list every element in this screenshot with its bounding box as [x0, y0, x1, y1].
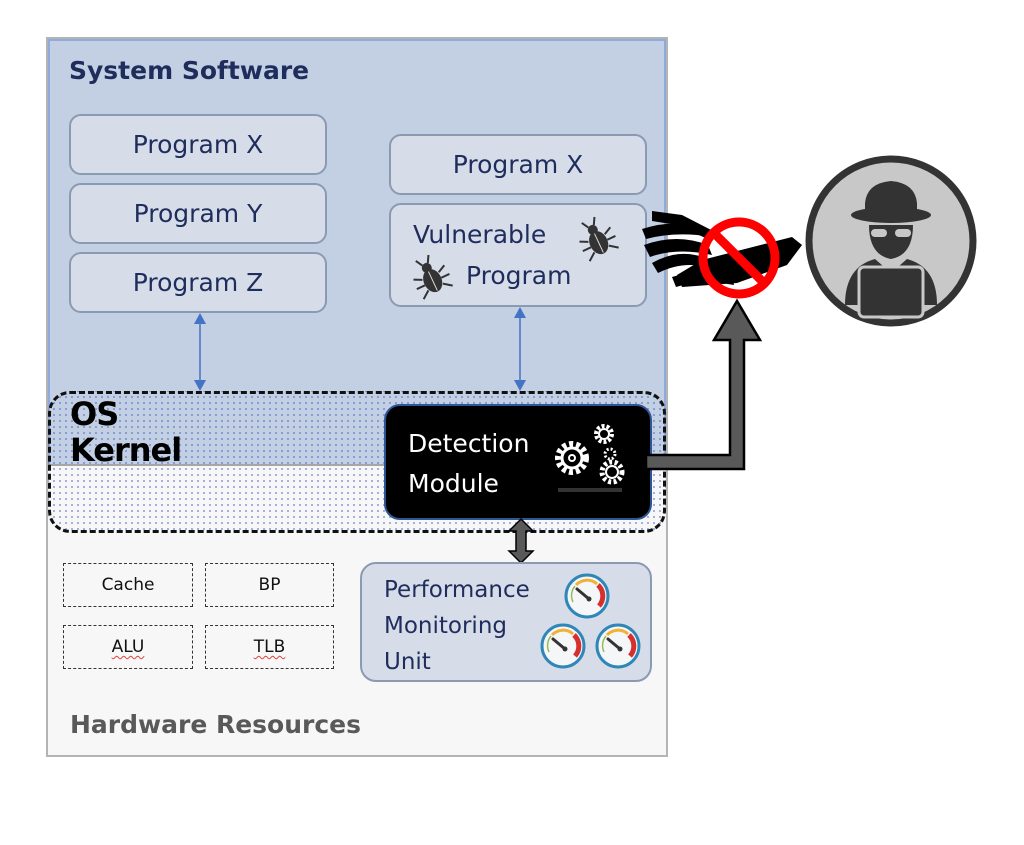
pmu-label-line2: Monitoring [384, 613, 507, 639]
kernel-label-line2: Kernel [70, 431, 182, 469]
program-x-right-box: Program X [389, 134, 647, 195]
gauge-icon [564, 573, 610, 619]
vulnerable-label: Vulnerable [413, 220, 547, 249]
system-software-title: System Software [69, 56, 310, 85]
program-label: Program [466, 261, 572, 290]
gauge-icon [540, 623, 586, 669]
detection-module-label: Detection Module [408, 424, 529, 504]
os-kernel-label: OS Kernel [70, 395, 182, 469]
hw-unit-bp: BP [205, 563, 334, 607]
pmu-label-line3: Unit [384, 649, 431, 675]
program-y-box: Program Y [69, 183, 327, 244]
bug-icon [413, 254, 453, 300]
bug-icon [579, 216, 619, 262]
hw-unit-tlb-label: TLB [253, 637, 286, 657]
detection-module-box [384, 404, 652, 520]
pmu-label: Performance Monitoring Unit [384, 572, 530, 680]
hw-unit-alu-label: ALU [111, 637, 145, 657]
detection-label-line2: Module [408, 469, 499, 498]
gears-icon [555, 424, 625, 492]
gauge-icon [595, 623, 641, 669]
hacker-icon [805, 155, 977, 327]
prohibited-icon [698, 217, 780, 299]
detection-label-line1: Detection [408, 429, 530, 458]
detection-response-arrow [644, 298, 763, 471]
hardware-resources-title: Hardware Resources [70, 710, 362, 739]
program-z-box: Program Z [69, 252, 327, 313]
hw-unit-alu: ALU [63, 625, 193, 669]
kernel-label-line1: OS [70, 395, 119, 433]
pmu-label-line1: Performance [384, 577, 530, 603]
program-x-box: Program X [69, 114, 327, 175]
program-kernel-arrow-left [194, 313, 206, 391]
hw-unit-tlb: TLB [205, 625, 334, 669]
hw-unit-cache: Cache [63, 563, 193, 607]
detection-pmu-arrow [507, 517, 535, 565]
program-kernel-arrow-right [514, 307, 526, 391]
